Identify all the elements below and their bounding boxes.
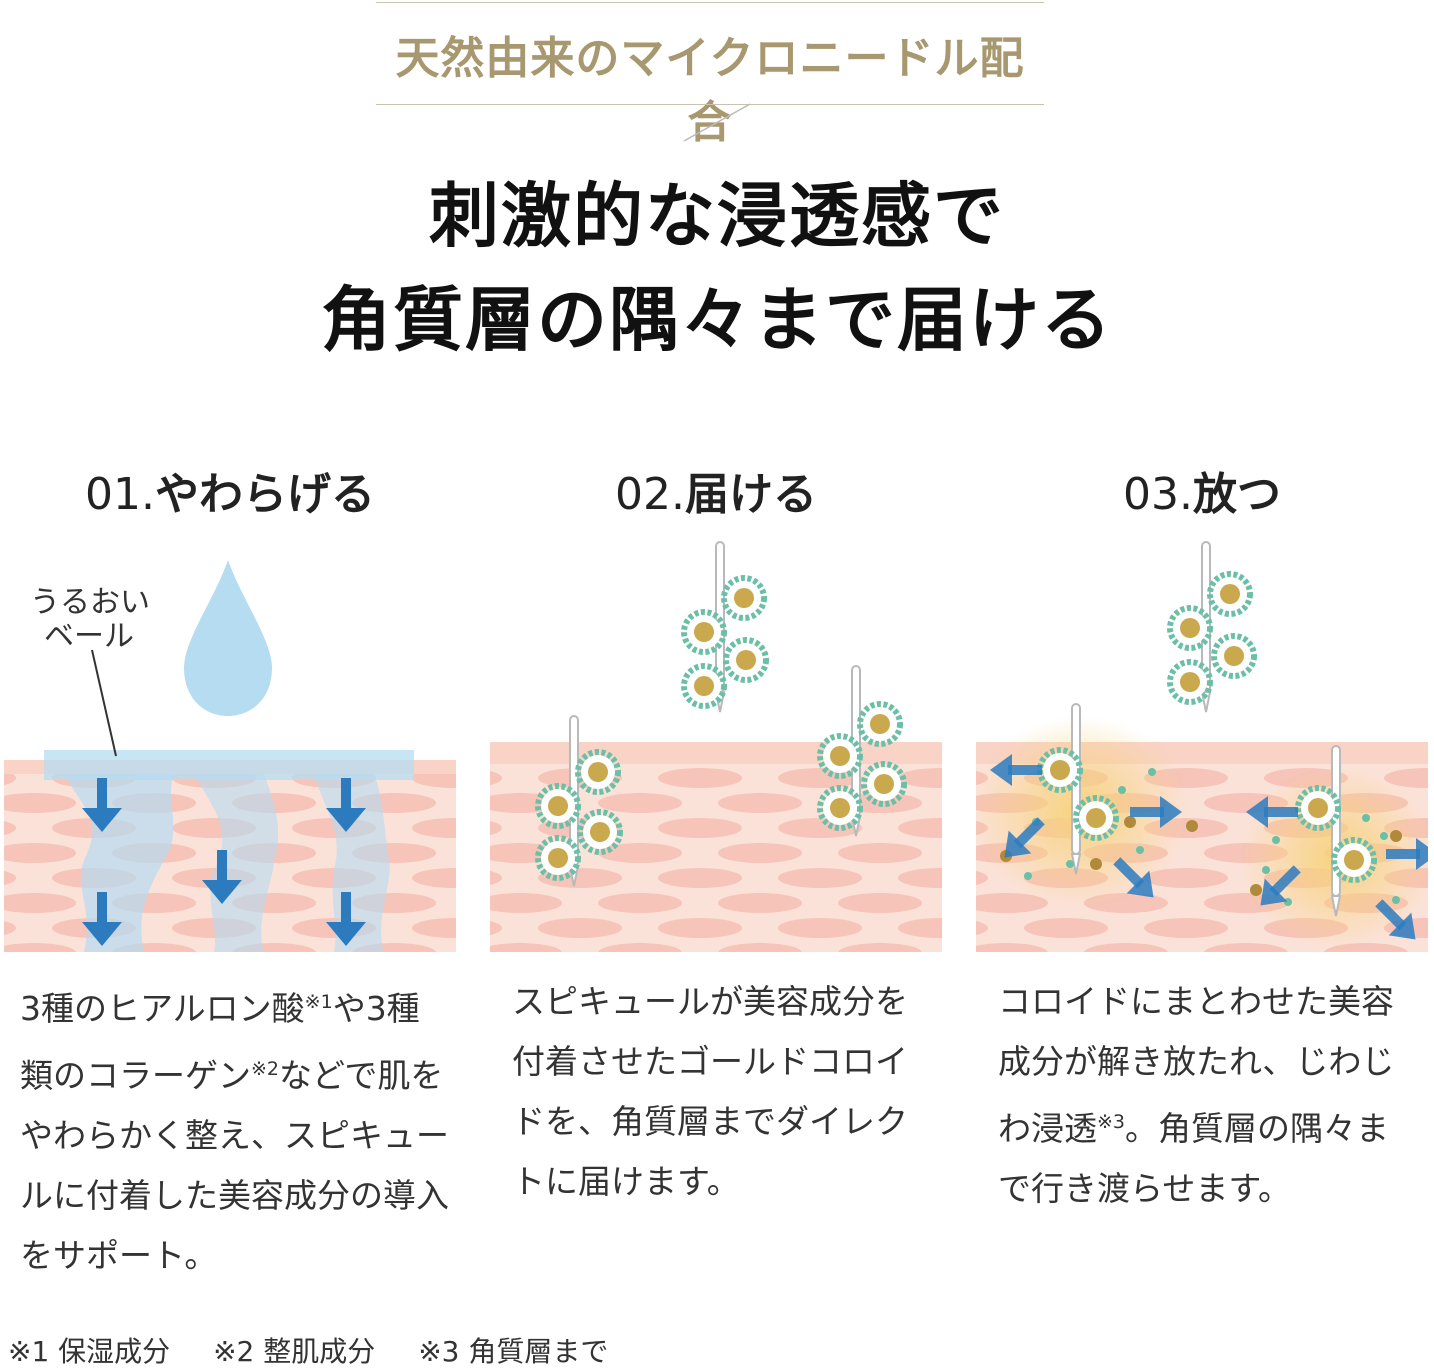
gold-colloid-icon bbox=[1210, 574, 1250, 614]
step-2-number: 02. bbox=[615, 469, 685, 520]
step-3-desc-part: 。角質層の隅々まで行き渡らせます。 bbox=[998, 1109, 1390, 1208]
step-2-title-text: 届ける bbox=[684, 469, 817, 520]
step-3-title-text: 放つ bbox=[1192, 469, 1281, 520]
step-1-illustration: うるおい ベール bbox=[4, 540, 456, 952]
step-1-desc-part: などで肌をやわらかく整え、スピキュールに付着した美容成分の導入をサポート。 bbox=[20, 1056, 449, 1275]
badge-bottom-rule bbox=[376, 104, 1044, 105]
footnote-ref: ※3 bbox=[1097, 1111, 1126, 1133]
spicule-needle bbox=[1331, 745, 1341, 917]
footnote-2: ※2 整肌成分 bbox=[213, 1335, 376, 1368]
gold-colloid-icon bbox=[860, 704, 900, 744]
step-1-description: 3種のヒアルロン酸※1や3種類のコラーゲン※2などで肌をやわらかく整え、スピキュ… bbox=[20, 972, 450, 1286]
footnote-ref: ※1 bbox=[304, 991, 333, 1013]
headline-line-2: 角質層の隅々まで届ける bbox=[321, 279, 1113, 361]
step-3-title: 03.放つ bbox=[972, 458, 1432, 522]
badge-pointer bbox=[683, 103, 750, 142]
gold-colloid-icon bbox=[726, 640, 766, 680]
gold-colloid-icon bbox=[1214, 636, 1254, 676]
footnotes: ※1 保湿成分 ※2 整肌成分 ※3 角質層まで bbox=[8, 1330, 642, 1370]
step-1-desc-part: や3種類のコラーゲン bbox=[20, 989, 420, 1095]
step-3-description: コロイドにまとわせた美容成分が解き放たれ、じわじわ浸透※3。角質層の隅々まで行き… bbox=[998, 972, 1418, 1219]
step-3-number: 03. bbox=[1123, 469, 1193, 520]
step-3-illustration bbox=[976, 540, 1428, 952]
step-3-desc-part: コロイドにまとわせた美容成分が解き放たれ、じわじわ浸透 bbox=[998, 982, 1395, 1148]
step-2-title: 02.届ける bbox=[486, 458, 946, 522]
gold-colloid-icon bbox=[724, 578, 764, 618]
footnote-1: ※1 保湿成分 bbox=[8, 1335, 171, 1368]
headline-line-1: 刺激的な浸透感で bbox=[429, 175, 1005, 257]
veil-label-line-2: ベール bbox=[44, 619, 134, 654]
step-2-description: スピキュールが美容成分を付着させたゴールドコロイドを、角質層までダイレクトに届け… bbox=[512, 982, 908, 1201]
badge-text: 天然由来のマイクロニードル配合 bbox=[395, 33, 1025, 148]
step-1-title: 01.やわらげる bbox=[0, 458, 460, 522]
step-1-desc-part: 3種のヒアルロン酸 bbox=[20, 989, 305, 1028]
veil-label-line-1: うるおい bbox=[30, 585, 150, 620]
step-2-illustration bbox=[490, 540, 942, 952]
step-1-number: 01. bbox=[85, 469, 155, 520]
footnote-ref: ※2 bbox=[251, 1058, 280, 1080]
footnote-3: ※3 角質層まで bbox=[418, 1335, 609, 1368]
step-1-title-text: やわらげる bbox=[154, 469, 375, 520]
spicule-needle bbox=[1071, 703, 1081, 875]
badge-top-rule bbox=[376, 2, 1044, 3]
